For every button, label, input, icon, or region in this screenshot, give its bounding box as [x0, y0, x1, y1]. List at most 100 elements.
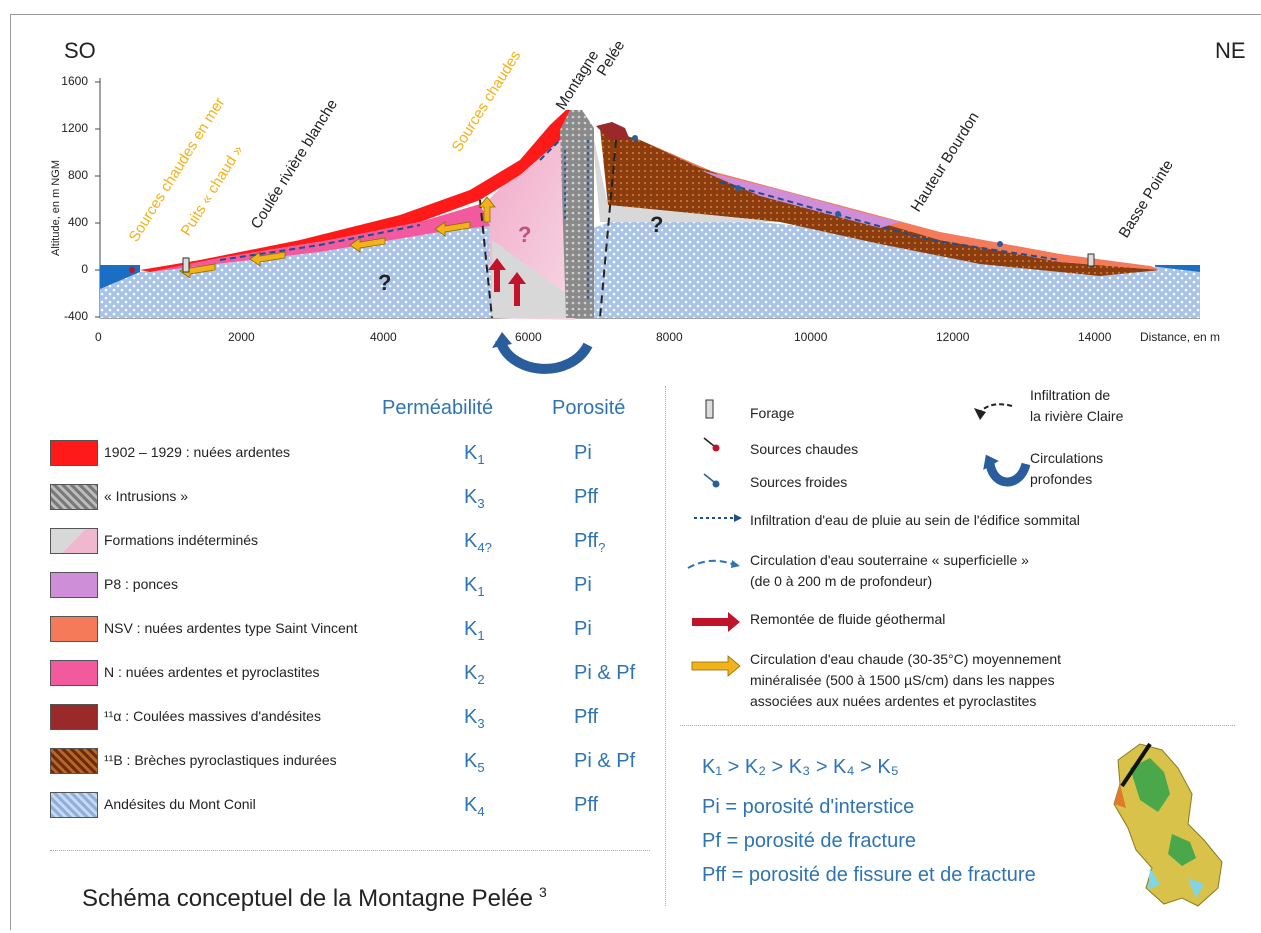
legend-label: Formations indéterminés — [104, 532, 259, 548]
y-tick: 800 — [67, 168, 88, 182]
header-porosity: Porosité — [552, 397, 626, 419]
nuees-1902 — [140, 110, 575, 272]
legend-swatch — [50, 440, 98, 466]
y-tick: 1600 — [61, 74, 88, 88]
x-tick: 14000 — [1078, 330, 1112, 344]
legend-label: « Intrusions » — [104, 488, 189, 504]
breccia-layer — [600, 128, 1160, 276]
legend-swatch — [50, 484, 98, 510]
symbol-forage: Forage — [750, 405, 795, 421]
well-icon — [705, 399, 714, 419]
legend-k: K1 — [464, 442, 485, 467]
legend-p: Pff — [574, 706, 599, 728]
deep-circulation-icon — [985, 462, 1030, 487]
legend-k: K2 — [464, 662, 485, 687]
legend-swatch — [50, 528, 98, 554]
legend-p: Pi — [574, 574, 592, 596]
y-tick: -400 — [63, 309, 88, 323]
symbol-shallow-l1: Circulation d'eau souterraine « superfic… — [750, 552, 1029, 568]
section-line — [1120, 742, 1152, 788]
y-tick: 400 — [67, 215, 88, 229]
symbol-icons-right — [974, 403, 1030, 487]
y-axis-label: Altitude, en m NGM — [50, 160, 62, 256]
symbol-cold-springs: Sources froides — [750, 474, 848, 490]
legend-k: K1 — [464, 574, 485, 599]
unknown-mark: ? — [650, 212, 664, 237]
symbol-icons — [687, 399, 742, 677]
legend-swatch — [50, 748, 98, 774]
legend-swatch — [50, 704, 98, 730]
legend-p: Pff — [574, 794, 599, 816]
legend-p: Pi — [574, 618, 592, 640]
martinique-map — [1113, 742, 1223, 907]
hot-water-arrow-icon — [691, 655, 741, 677]
legend-p: Pi & Pf — [574, 662, 636, 684]
symbol-hot-water-l1: Circulation d'eau chaude (30-35°C) moyen… — [750, 651, 1062, 667]
symbol-circ-l2: profondes — [1030, 471, 1093, 487]
legend-p: Pff? — [574, 530, 606, 555]
symbol-infiltration-l2: la rivière Claire — [1030, 408, 1124, 424]
separator — [665, 386, 666, 906]
x-tick: 10000 — [794, 330, 828, 344]
x-tick: 6000 — [515, 330, 542, 344]
unknown-mark: ? — [378, 270, 392, 295]
header-permeability: Perméabilité — [382, 397, 494, 419]
x-tick: 4000 — [370, 330, 397, 344]
legend-k: K3 — [464, 486, 485, 511]
hot-spring-icon — [712, 444, 720, 452]
separator — [50, 850, 650, 851]
andesite-flow — [596, 122, 630, 140]
legend-p: Pff — [574, 486, 599, 508]
legend-k: K5 — [464, 750, 485, 775]
legend-label: ¹¹B : Brèches pyroclastiques indurées — [104, 752, 337, 768]
symbol-infiltration-l1: Infiltration de — [1030, 387, 1111, 403]
separator — [680, 725, 1235, 726]
cold-spring-icon — [712, 480, 720, 488]
direction-sw: SO — [64, 38, 96, 63]
deep-circulation-arrow — [495, 338, 593, 374]
direction-ne: NE — [1215, 38, 1246, 63]
legend-k: K4 — [464, 794, 485, 819]
legend-label: N : nuées ardentes et pyroclastites — [104, 664, 320, 680]
legend-swatch — [50, 616, 98, 642]
x-tick: 12000 — [936, 330, 970, 344]
y-tick: 1200 — [61, 121, 88, 135]
symbol-geothermal: Remontée de fluide géothermal — [750, 611, 946, 627]
undetermined-ne — [592, 130, 780, 222]
note-pff: Pff = porosité de fissure et de fracture — [702, 864, 1036, 886]
shallow-flow-icon — [731, 560, 740, 568]
symbol-shallow-l2: (de 0 à 200 m de profondeur) — [750, 573, 933, 589]
legend-label: NSV : nuées ardentes type Saint Vincent — [104, 620, 358, 636]
x-tick: 2000 — [228, 330, 255, 344]
legend-swatch — [50, 792, 98, 818]
symbol-hot-water-l2: minéralisée (500 à 1500 µS/cm) dans les … — [750, 672, 1055, 688]
legend-swatch — [50, 660, 98, 686]
legend-label: Andésites du Mont Conil — [104, 796, 256, 812]
legend-label: P8 : ponces — [104, 576, 178, 592]
geothermal-arrow-icon — [692, 612, 740, 632]
k-order: K₁ > K₂ > K₃ > K₄ > K₅ — [702, 756, 899, 778]
unknown-mark: ? — [518, 222, 532, 247]
legend-p: Pi & Pf — [574, 750, 636, 772]
note-pf: Pf = porosité de fracture — [702, 830, 917, 852]
symbol-circ-l1: Circulations — [1030, 450, 1104, 466]
symbol-hot-water-l3: associées aux nuées ardentes et pyroclas… — [750, 693, 1037, 709]
x-axis-label: Distance, en m — [1140, 330, 1221, 344]
legend-k: K1 — [464, 618, 485, 643]
x-tick: 0 — [95, 330, 102, 344]
figure-frame — [10, 14, 1261, 930]
symbol-rain: Infiltration d'eau de pluie au sein de l… — [750, 512, 1080, 528]
pumice-layer — [700, 170, 900, 228]
intrusion — [560, 110, 594, 318]
y-tick: 0 — [81, 262, 88, 276]
cross-section — [95, 78, 1200, 374]
note-pi: Pi = porosité d'interstice — [702, 796, 915, 818]
legend-k: K4? — [464, 530, 492, 555]
legend-swatch — [50, 572, 98, 598]
symbol-hot-springs: Sources chaudes — [750, 441, 859, 457]
legend-k: K3 — [464, 706, 485, 731]
legend-label: ¹¹α : Coulées massives d'andésites — [104, 708, 321, 724]
legend-p: Pi — [574, 442, 592, 464]
rain-infiltration-icon — [734, 514, 742, 522]
